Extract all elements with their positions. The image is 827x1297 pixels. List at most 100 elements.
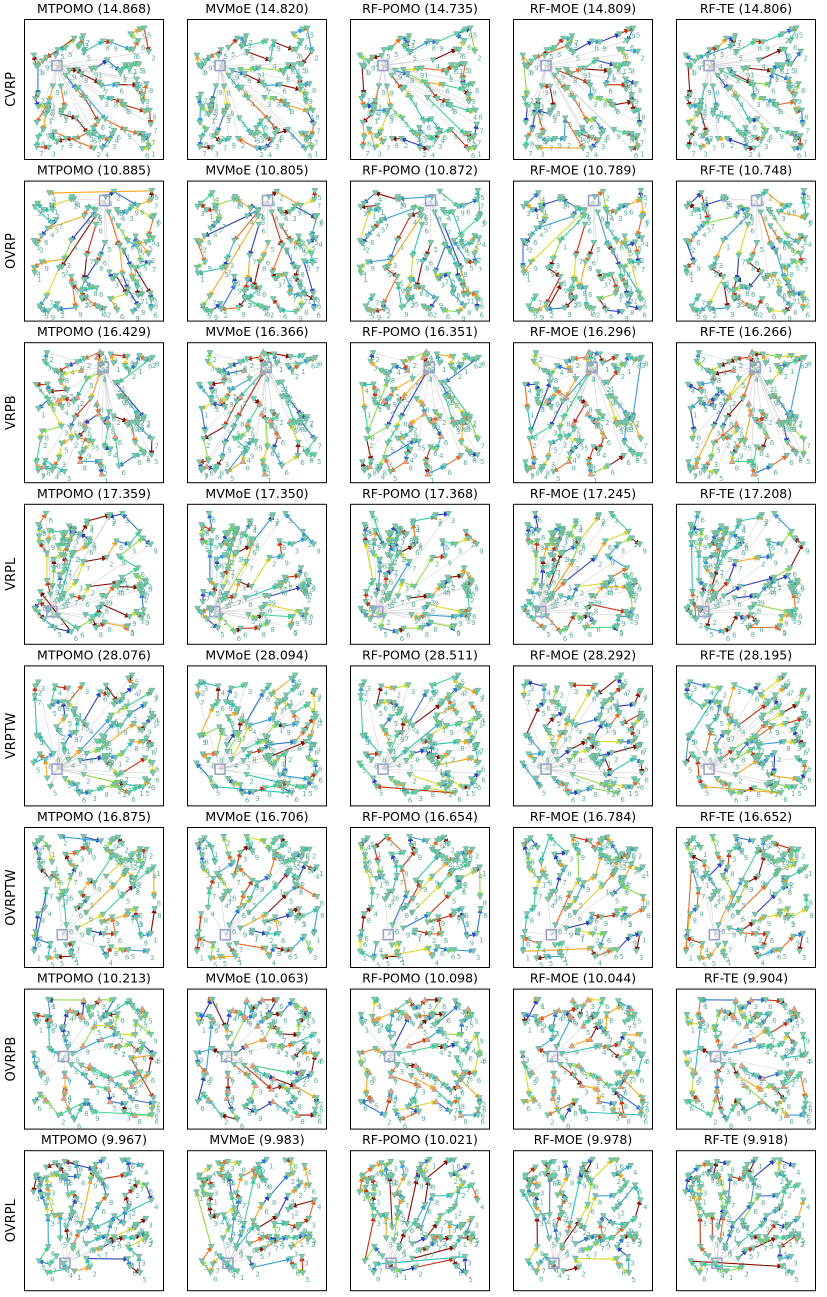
node-demand-label: 7 [152,266,156,274]
node-demand-label: 8 [729,421,733,429]
node-demand-label: 4 [273,63,278,71]
node-demand-label: 5 [89,382,93,390]
node-demand-label: 6 [642,311,647,319]
node-demand-label: 7 [153,127,157,135]
customer-node [30,52,38,59]
customer-node [302,99,310,106]
node-demand-label: 9 [552,385,556,393]
node-demand-label: 7 [548,223,552,231]
node-demand-label: 3 [591,375,595,383]
node-demand-label: 8 [93,290,97,298]
node-demand-label: 3 [85,301,89,309]
customer-node [205,111,213,118]
node-demand-label: 5 [252,382,256,390]
node-demand-label: 2 [406,400,410,408]
node-demand-label: 4 [363,271,368,279]
backhaul-node [565,457,573,464]
node-demand-label: 6 [80,631,85,639]
customer-node [70,35,78,42]
node-demand-label: 1 [442,366,446,374]
node-demand-label: 8 [83,464,87,472]
node-demand-label: 8 [240,421,244,429]
customer-node [33,144,41,151]
node-demand-label: 7 [643,202,647,210]
node-demand-label: 1 [122,74,126,82]
node-demand-label: 1 [726,280,730,288]
node-demand-label: 2 [270,312,274,320]
node-demand-label: 8 [65,377,69,385]
node-demand-label: 1 [122,385,126,393]
node-demand-label: 4 [757,151,762,159]
customer-node [81,95,89,102]
node-demand-label: 9 [611,400,615,408]
node-demand-label: 6 [755,259,760,267]
customer-node [51,129,58,136]
node-demand-label: 7 [640,139,644,147]
customer-node [43,54,50,61]
node-demand-label: 1 [790,368,794,376]
node-demand-label: 7 [479,127,483,135]
node-demand-label: 9 [241,311,245,319]
node-demand-label: 7 [629,298,633,306]
node-demand-label: 2 [627,239,631,247]
node-demand-label: 4 [55,473,60,481]
node-demand-label: 4 [310,114,315,122]
node-demand-label: 2 [785,37,789,45]
node-demand-label: 3 [716,429,720,437]
node-demand-label: 4 [704,196,709,204]
node-demand-label: 8 [437,215,441,223]
route-arrow [37,105,47,123]
node-demand-label: 3 [466,290,470,298]
node-demand-label: 8 [717,377,721,385]
node-demand-label: 3 [388,461,392,469]
node-demand-label: 9 [602,357,606,365]
route-arrow [223,86,228,107]
node-demand-label: 5 [67,475,71,483]
node-demand-label: 6 [628,82,633,90]
node-demand-label: 5 [570,90,574,98]
node-demand-label: 8 [572,464,576,472]
node-demand-label: 6 [467,136,472,144]
node-demand-label: 6 [624,53,629,61]
node-demand-label: 3 [72,529,76,537]
node-demand-label: 1 [52,104,56,112]
node-demand-label: 2 [138,239,142,247]
node-demand-label: 6 [293,292,298,300]
node-demand-label: 9 [132,620,136,628]
node-demand-label: 1 [530,412,534,420]
node-demand-label: 5 [93,138,97,146]
route-arrow [400,197,432,199]
backhaul-node [239,457,247,464]
node-demand-label: 5 [390,446,394,454]
customer-node [196,144,204,151]
panel-vrpb-rf-pomo: RF-POMO (16.351)286259858178478928919554… [350,324,490,484]
node-demand-label: 4 [146,423,151,431]
customer-node [145,133,152,140]
route-arrow [273,41,293,49]
node-demand-label: 5 [801,245,805,253]
customer-node [84,130,92,137]
node-demand-label: 2 [314,55,318,63]
node-demand-label: 3 [586,136,590,144]
node-demand-label: 8 [127,108,131,116]
route-arrow [81,73,99,83]
customer-node [203,126,210,134]
node-demand-label: 8 [103,368,107,376]
node-demand-label: 2 [250,427,254,435]
panel-vrpb-rf-moe: RF-MOE (16.296)2862598581784789289195549… [513,324,653,484]
node-demand-label: 4 [37,271,42,279]
node-demand-label: 6 [770,439,775,447]
node-demand-label: 6 [793,44,798,52]
node-demand-label: 7 [202,126,206,134]
node-demand-label: 9 [599,424,603,432]
node-demand-label: 9 [739,283,743,291]
node-demand-label: 6 [471,152,476,160]
node-demand-label: 8 [807,361,811,369]
node-demand-label: 1 [308,137,312,145]
node-demand-label: 6 [445,88,450,96]
node-demand-label: 9 [715,385,719,393]
node-demand-label: 8 [745,290,749,298]
node-demand-label: 2 [116,195,120,203]
panel-title: RF-TE (16.266) [700,324,792,339]
route-arrow [36,147,49,148]
